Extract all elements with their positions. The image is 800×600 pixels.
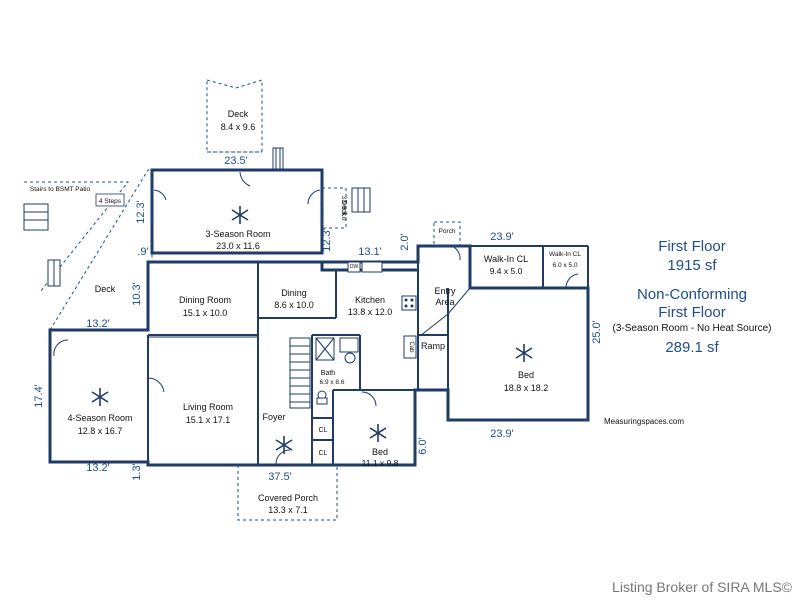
four-steps-box xyxy=(95,193,125,207)
dim-37-5: 37.5' xyxy=(268,471,292,483)
label-covered-porch: Covered Porch xyxy=(258,493,318,503)
dim-23-5: 23.5' xyxy=(224,155,248,167)
label-dining: Dining xyxy=(281,288,307,298)
size-bath: 6.9 x 8.6 xyxy=(320,379,345,386)
size-walkin-1: 9.4 x 5.0 xyxy=(490,266,523,276)
label-ramp: Ramp xyxy=(421,341,445,351)
size-deck-side: 3.9 x 6.0 xyxy=(340,196,347,221)
label-dw: DW xyxy=(350,264,359,270)
label-kitchen: Kitchen xyxy=(355,295,385,305)
side-deck-outline xyxy=(321,187,347,229)
living-door-arc xyxy=(147,377,165,393)
dim-23-9-bottom: 23.9' xyxy=(490,428,514,440)
kitchen-top-wall xyxy=(320,262,418,272)
dim-6-0: 6.0' xyxy=(417,437,429,454)
top-deck-outline xyxy=(206,79,263,153)
label-four-steps: 4 Steps xyxy=(99,198,122,205)
covered-porch-outline xyxy=(237,465,338,521)
fan-icon-three-season xyxy=(231,206,249,224)
label-three-season: 3-Season Room xyxy=(205,229,270,239)
size-three-season: 23.0 x 11.6 xyxy=(216,241,260,251)
dim-13-1: 13.1' xyxy=(358,246,382,258)
non-conforming-title: Non-Conforming xyxy=(636,286,748,303)
fan-icon-bed-large xyxy=(515,344,533,362)
dim-17-4: 17.4' xyxy=(33,384,45,408)
fan-icon-bed-small xyxy=(369,424,387,442)
dim-10-3: 10.3' xyxy=(131,282,143,306)
label-bed-large: Bed xyxy=(518,370,534,380)
floor-area: 1915 sf xyxy=(667,257,717,274)
listing-broker-credit: Listing Broker of SIRA MLS© xyxy=(612,579,792,595)
dim-1-3: 1.3' xyxy=(131,463,143,480)
size-covered-porch: 13.3 x 7.1 xyxy=(268,505,308,515)
top-deck-steps xyxy=(272,147,284,171)
fan-icon-foyer xyxy=(275,436,293,454)
entry-angle xyxy=(419,287,471,337)
label-walkin-2: Walk-In CL xyxy=(549,251,581,258)
label-deck-top: Deck xyxy=(228,109,249,119)
small-porch-outline xyxy=(433,221,461,247)
size-bed-small: 11.1 x 9.8 xyxy=(362,458,399,468)
dim-23-9-top: 23.9' xyxy=(490,231,514,243)
label-entry: Entry xyxy=(434,286,456,296)
kitchen-sink xyxy=(361,261,383,273)
size-bed-large: 18.8 x 18.2 xyxy=(504,383,549,393)
stove xyxy=(401,295,417,311)
interior-stairs xyxy=(289,337,311,409)
label-porch-small: Porch xyxy=(439,228,456,235)
stairs-path xyxy=(24,181,130,293)
label-cl-2: CL xyxy=(319,450,328,457)
non-conforming-area: 289.1 sf xyxy=(665,339,719,356)
size-dining: 8.6 x 10.0 xyxy=(274,300,314,310)
floor-title: First Floor xyxy=(658,238,726,255)
label-dining-room: Dining Room xyxy=(179,295,231,305)
dim-13-2-top: 13.2' xyxy=(86,318,110,330)
dishwasher xyxy=(347,261,361,273)
cabinet xyxy=(403,335,417,359)
label-walkin-1: Walk-In CL xyxy=(484,254,528,264)
non-conforming-note: (3-Season Room - No Heat Source) xyxy=(612,323,772,334)
bath-vanity xyxy=(339,337,359,353)
size-walkin-2: 6.0 x 5.0 xyxy=(553,262,578,269)
label-bath: Bath xyxy=(321,370,336,377)
label-living: Living Room xyxy=(183,402,233,412)
dim-12-3-left: 12.3' xyxy=(135,200,147,224)
label-deck-side: Deck xyxy=(340,200,347,216)
size-living: 15.1 x 17.1 xyxy=(186,415,231,425)
size-kitchen: 13.8 x 12.0 xyxy=(348,307,393,317)
label-cab: Cab xyxy=(408,341,414,353)
size-four-season: 12.8 x 16.7 xyxy=(78,426,123,436)
three-season-door xyxy=(239,171,251,187)
dim-12-3-right: 12.3' xyxy=(321,228,333,252)
bath-sink xyxy=(344,352,356,364)
label-stairs-bsmt: Stairs to BSMT Patio xyxy=(30,186,91,193)
non-conforming-subtitle: First Floor xyxy=(658,304,726,321)
label-foyer: Foyer xyxy=(262,412,285,422)
size-dining-room: 15.1 x 10.0 xyxy=(183,308,228,318)
dim-25-0: 25.0' xyxy=(591,320,603,344)
label-bed-small: Bed xyxy=(372,447,388,457)
label-entry-area: Area xyxy=(435,297,454,307)
side-deck-steps xyxy=(351,187,371,213)
size-deck-top: 8.4 x 9.6 xyxy=(221,122,256,132)
measuringspaces-watermark: Measuringspaces.com xyxy=(604,417,684,426)
dim-9: .9' xyxy=(137,246,148,258)
label-cl-1: CL xyxy=(319,427,328,434)
bsmt-stairs xyxy=(23,203,49,231)
dim-13-2-bottom: 13.2' xyxy=(86,462,110,474)
label-deck-left: Deck xyxy=(95,284,116,294)
dim-2-0: 2.0' xyxy=(399,233,411,250)
label-four-season: 4-Season Room xyxy=(67,413,132,423)
fan-icon-four-season xyxy=(91,388,109,406)
